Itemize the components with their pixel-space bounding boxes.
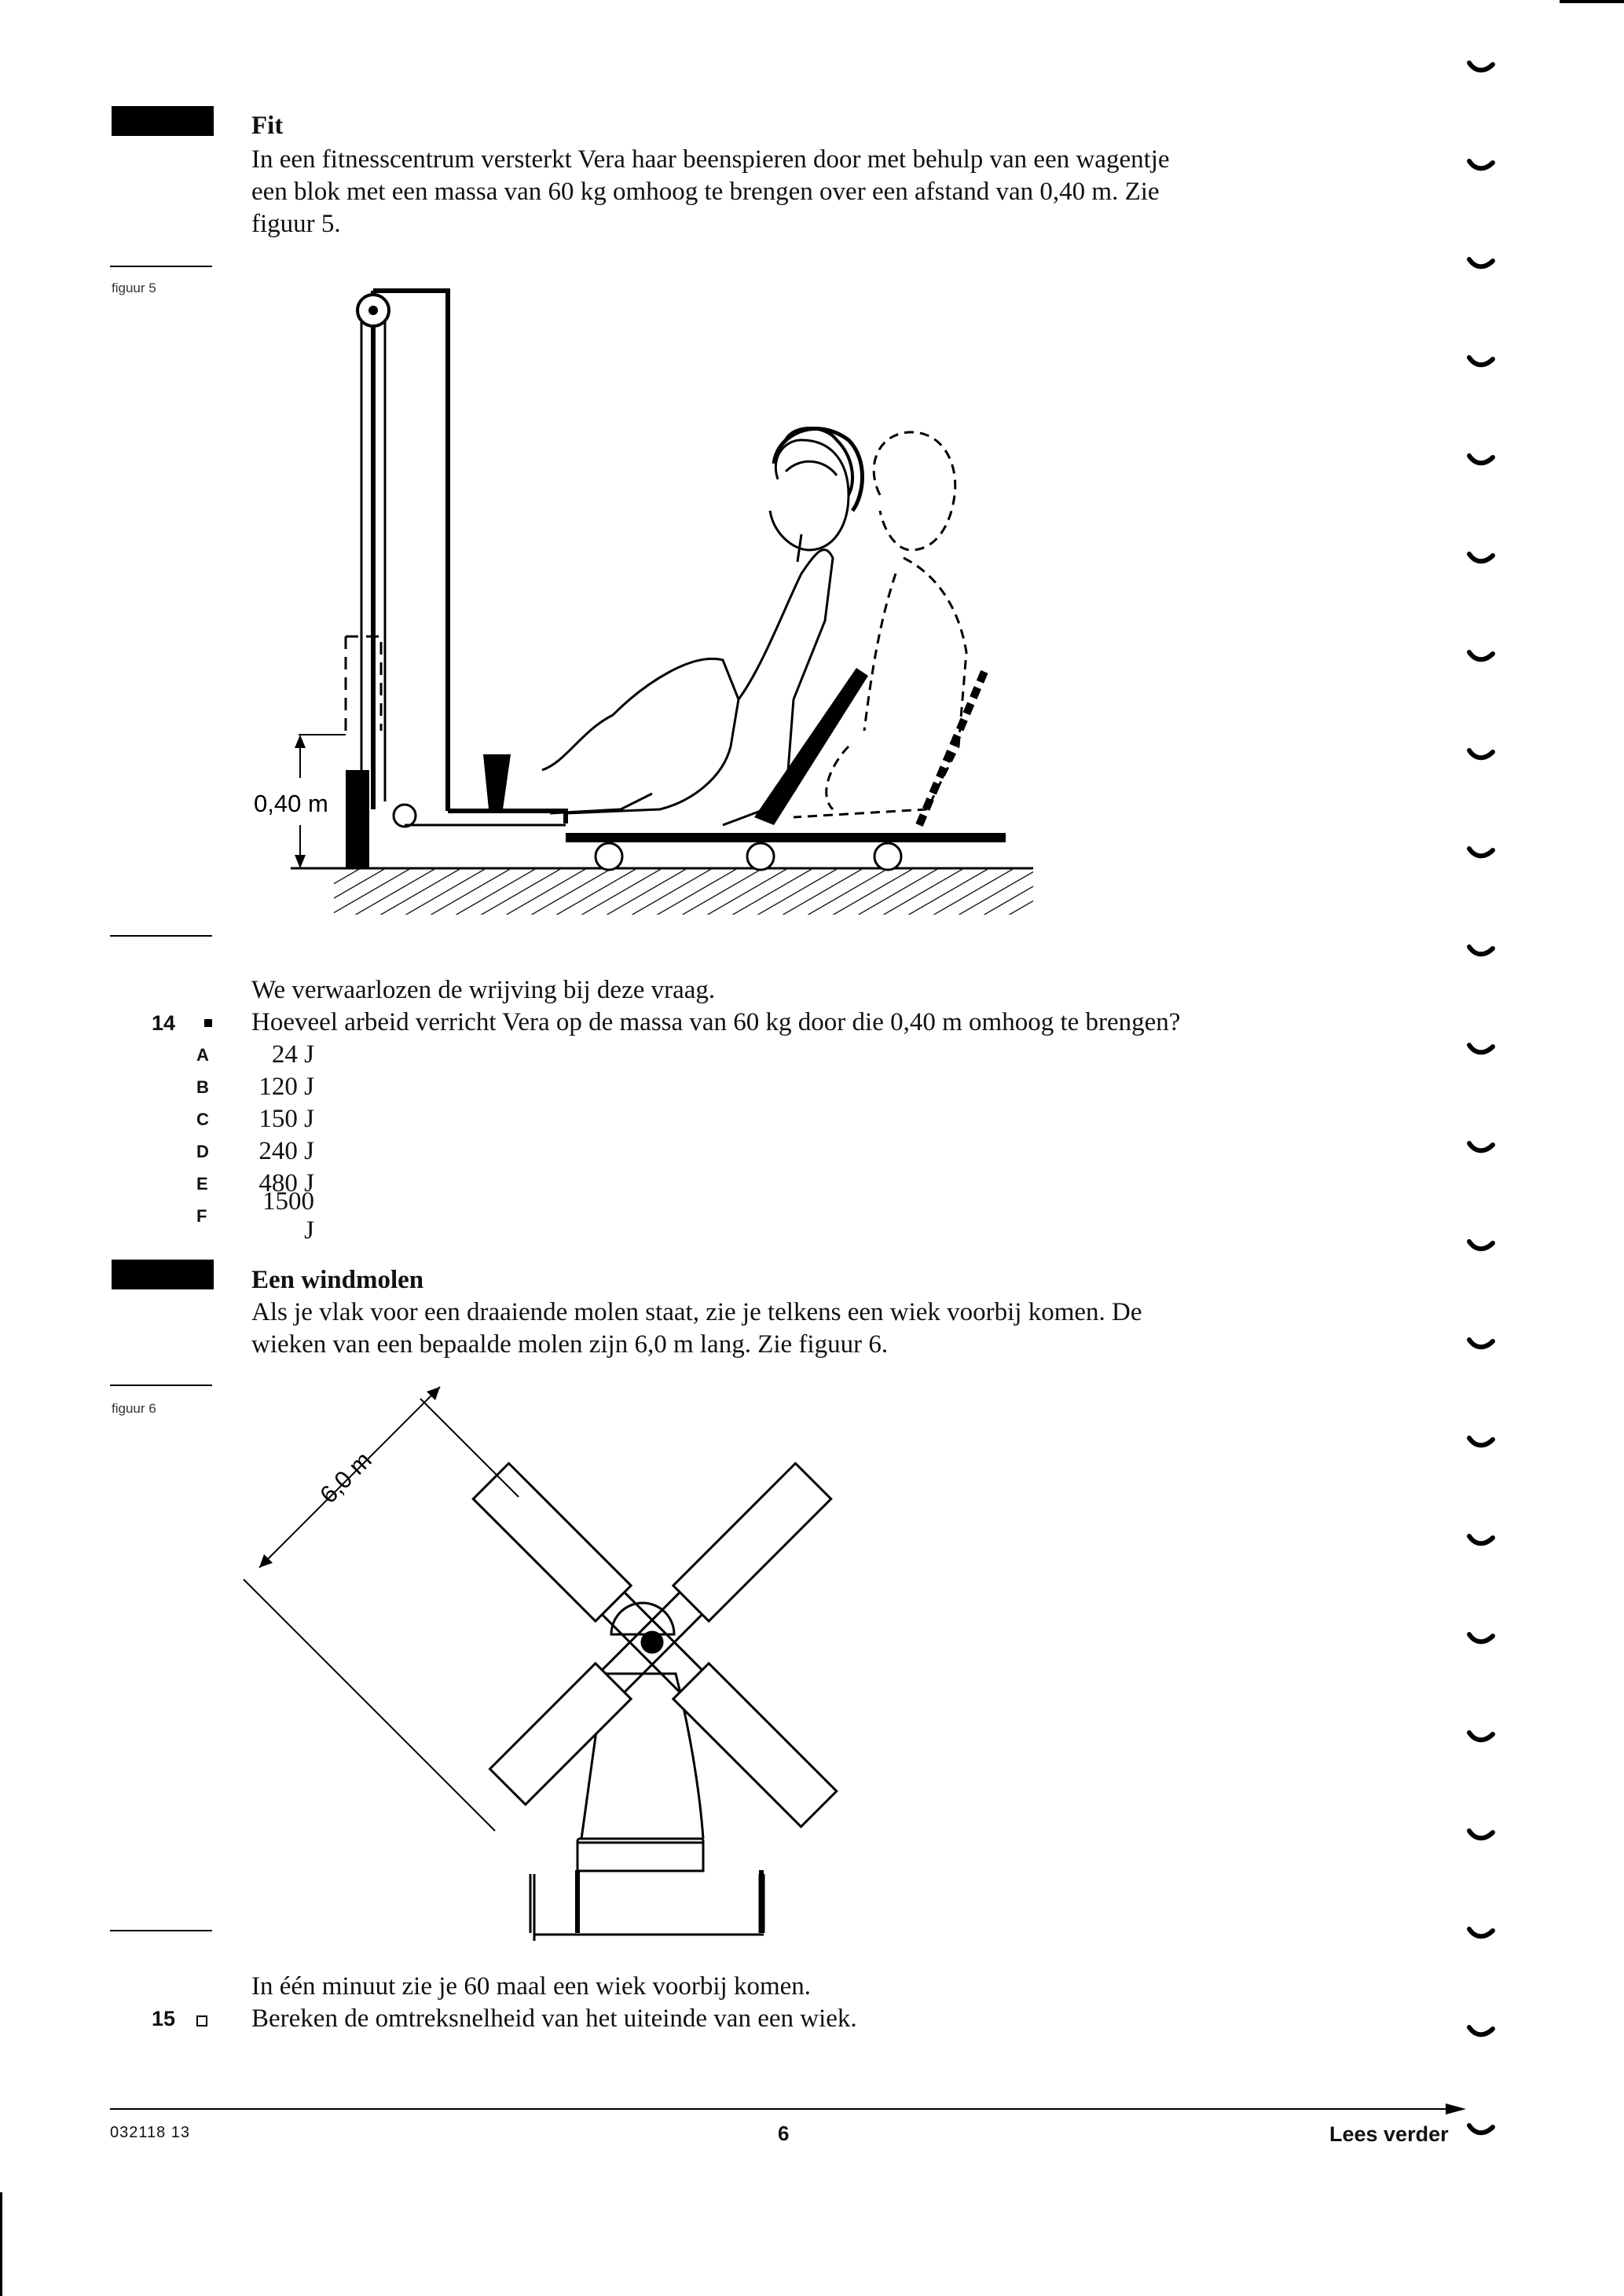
question-15-marker (196, 2015, 207, 2026)
option-value: 24 J (271, 1040, 314, 1069)
question-14-intro: We verwaarlozen de wrijving bij deze vra… (251, 976, 716, 1004)
option-letter: B (196, 1076, 209, 1097)
footer-code: 032118 13 (110, 2124, 191, 2141)
page-edge-mark-left (0, 2192, 2, 2296)
question-14-text: Hoeveel arbeid verricht Vera op de massa… (251, 1008, 1181, 1036)
option-e: E 480 J (196, 1168, 511, 1200)
option-c: C 150 J (196, 1103, 511, 1135)
divider-figure5-bottom (110, 935, 212, 937)
section-title-windmolen: Een windmolen (251, 1266, 424, 1294)
question-14-marker (204, 1019, 212, 1027)
option-value: 480 J (258, 1169, 314, 1198)
option-letter: F (196, 1205, 207, 1226)
section-title-fit: Fit (251, 112, 284, 140)
option-letter: E (196, 1173, 208, 1194)
section-text-fit-line2: een blok met een massa van 60 kg omhoog … (251, 178, 1160, 206)
option-b: B 120 J (196, 1071, 511, 1103)
question-14-number: 14 (152, 1011, 176, 1035)
section-text-fit-line3: figuur 5. (251, 210, 341, 238)
option-f: F 1500 J (196, 1187, 511, 1245)
section-marker-fit (112, 106, 214, 136)
figure5-dimension-label: 0,40 m (254, 790, 328, 817)
divider-figure6-bottom (110, 1930, 212, 1931)
section-text-windmolen-line2: wieken van een bepaalde molen zijn 6,0 m… (251, 1330, 889, 1359)
section-marker-windmolen (112, 1260, 214, 1289)
footer-arrow-icon (1446, 2103, 1466, 2114)
question-15-text: Bereken de omtreksnelheid van het uitein… (251, 2004, 857, 2033)
figure-label-6: figuur 6 (112, 1401, 156, 1416)
option-value: 120 J (258, 1073, 314, 1101)
footer-rule (110, 2108, 1454, 2110)
figure6-dimension-label: 6,0 m (314, 1446, 377, 1509)
option-d: D 240 J (196, 1135, 511, 1168)
question-15-intro: In één minuut zie je 60 maal een wiek vo… (251, 1972, 812, 2001)
option-value: 1500 J (262, 1187, 314, 1245)
question-14-options: A 24 J B 120 J C 150 J D 240 J E 480 J F… (196, 1039, 511, 1245)
figure-5-fitness-machine: 0,40 m (254, 288, 1033, 915)
section-text-fit-line1: In een fitnesscentrum versterkt Vera haa… (251, 145, 1170, 174)
footer-page-number: 6 (778, 2122, 790, 2145)
section-text-windmolen-line1: Als je vlak voor een draaiende molen sta… (251, 1298, 1142, 1326)
option-a: A 24 J (196, 1039, 511, 1071)
option-value: 240 J (258, 1137, 314, 1165)
option-value: 150 J (258, 1105, 314, 1133)
option-letter: A (196, 1044, 209, 1065)
footer-lees-verder: Lees verder (1329, 2122, 1449, 2146)
figure-6-windmill: 6,0 m (243, 1386, 838, 1941)
margin-tick-marks (1467, 61, 1495, 2136)
divider-figure6-top (110, 1385, 212, 1386)
question-15-number: 15 (152, 2007, 176, 2030)
option-letter: D (196, 1141, 209, 1161)
option-letter: C (196, 1109, 209, 1129)
divider-figure5-top (110, 266, 212, 267)
page-edge-mark-top-right (1560, 0, 1624, 3)
figure-label-5: figuur 5 (112, 281, 156, 295)
